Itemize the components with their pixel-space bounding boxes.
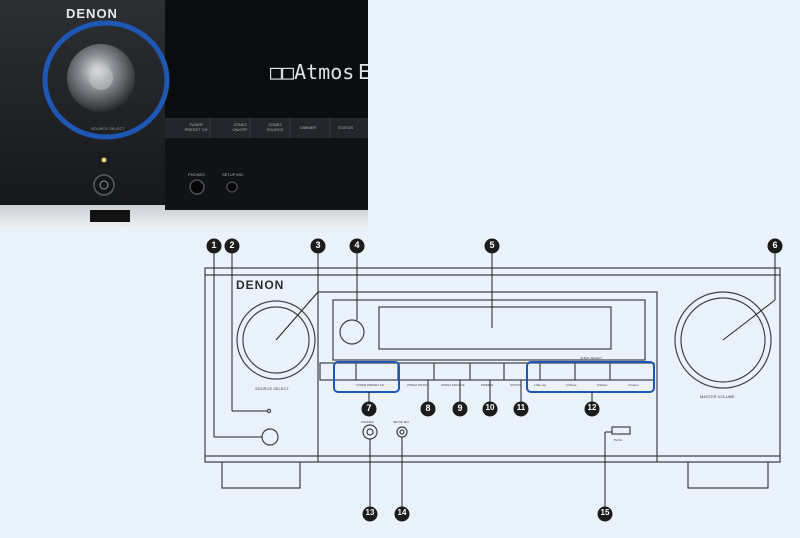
source-select-label: SOURCE SELECT <box>255 386 289 391</box>
quick-select-3: 3 Music <box>597 383 608 387</box>
photo-btn-status: STATUS <box>338 125 354 130</box>
source-select-knob <box>236 300 316 380</box>
callout-14 <box>394 506 410 522</box>
callout-13 <box>362 506 378 522</box>
phones-jack <box>362 424 378 440</box>
quick-select-1: 1 Blu-ray <box>534 383 547 387</box>
callout-1-text: 1 <box>211 240 217 250</box>
quick-select-2: 2 Movie <box>566 383 577 387</box>
photo-brand: DENON <box>66 6 118 21</box>
usb-port <box>611 426 631 435</box>
callout-1 <box>206 238 222 254</box>
photo-foot <box>90 210 130 222</box>
callout-3 <box>310 238 326 254</box>
callout-2 <box>224 238 240 254</box>
button-row <box>319 362 655 381</box>
chassis-outline <box>204 267 781 463</box>
left-foot <box>221 462 301 489</box>
photo-btn-tuner: TUNER PRESET CH <box>184 122 208 132</box>
photo-phones-label: PHONES <box>188 172 205 177</box>
callout-6 <box>767 238 783 254</box>
setup-mic-jack <box>396 426 408 438</box>
callout-4 <box>349 238 365 254</box>
photo-phones-jack <box>189 179 205 195</box>
zone2-source-label: ZONE2 SOURCE <box>441 383 465 387</box>
photo-power-button <box>93 174 115 196</box>
status-label: STATUS <box>510 383 522 387</box>
callout-11-text: 11 <box>516 403 526 412</box>
photo-display-window <box>165 0 368 118</box>
photo-display-text: □□Atmos <box>270 60 355 84</box>
callout-10 <box>482 401 498 417</box>
display-window <box>332 299 646 361</box>
callout-8-text: 8 <box>425 403 431 413</box>
power-button <box>261 428 279 446</box>
right-foot <box>687 462 769 489</box>
setup-mic-label: SETUP MIC <box>393 420 410 424</box>
callout-7 <box>361 401 377 417</box>
master-volume-knob <box>674 291 772 389</box>
quick-select-4: 4 Game <box>628 383 639 387</box>
remote-sensor <box>339 319 365 345</box>
callout-6-text: 6 <box>772 240 778 250</box>
callout-3-text: 3 <box>315 240 321 250</box>
callout-5 <box>484 238 500 254</box>
photo-power-led <box>101 157 107 163</box>
callout-7-text: 7 <box>366 403 372 413</box>
display-area <box>378 306 612 350</box>
receiver-photo: DENON □□Atmos E SOURCE SELECT TUNER PRES… <box>0 0 368 228</box>
callout-10-text: 10 <box>485 403 495 412</box>
callout-15 <box>597 506 613 522</box>
center-panel-top <box>318 291 658 462</box>
callout-12 <box>584 401 600 417</box>
callout-8 <box>420 401 436 417</box>
receiver-photo-art <box>0 0 368 228</box>
callout-14-text: 14 <box>397 508 407 517</box>
dimmer-label: DIMMER <box>481 383 494 387</box>
quick-select-highlight-box <box>526 361 655 393</box>
tuner-highlight-box <box>333 361 400 393</box>
callout-9 <box>452 401 468 417</box>
photo-btn-zone2-onoff: ZONE2 ON/OFF <box>232 122 248 132</box>
callout-11 <box>513 401 529 417</box>
callout-2-text: 2 <box>229 240 235 250</box>
callout-12-text: 12 <box>587 403 597 412</box>
callout-5-text: 5 <box>489 240 495 250</box>
photo-btn-dimmer: DIMMER <box>300 125 317 130</box>
callout-13-text: 13 <box>365 508 375 517</box>
master-volume-label: MASTER VOLUME <box>700 394 735 399</box>
quick-select-label: QUICK SELECT <box>580 356 603 360</box>
phones-label: PHONES <box>361 420 374 424</box>
photo-display-trail: E <box>358 60 368 84</box>
zone2-onoff-label: ZONE2 ON/OFF <box>407 383 430 387</box>
usb-label: 5V/1A <box>614 438 623 442</box>
tuner-label: TUNER PRESET CH <box>356 383 385 387</box>
photo-knob-label: SOURCE SELECT <box>91 126 125 131</box>
callout-4-text: 4 <box>354 240 360 250</box>
photo-highlight-circle <box>42 20 170 140</box>
photo-knob-center <box>89 66 113 90</box>
photo-mic-label: SETUP MIC <box>222 172 244 177</box>
diagram-brand: DENON <box>236 278 285 292</box>
photo-btn-zone2-source: ZONE2 SOURCE <box>266 122 284 132</box>
callout-15-text: 15 <box>600 508 610 517</box>
power-led <box>266 408 272 414</box>
callout-9-text: 9 <box>457 403 463 413</box>
photo-power-icon <box>99 180 109 190</box>
photo-lower-panel <box>165 138 368 210</box>
photo-button-strip <box>165 118 368 138</box>
photo-mic-jack <box>226 181 238 193</box>
